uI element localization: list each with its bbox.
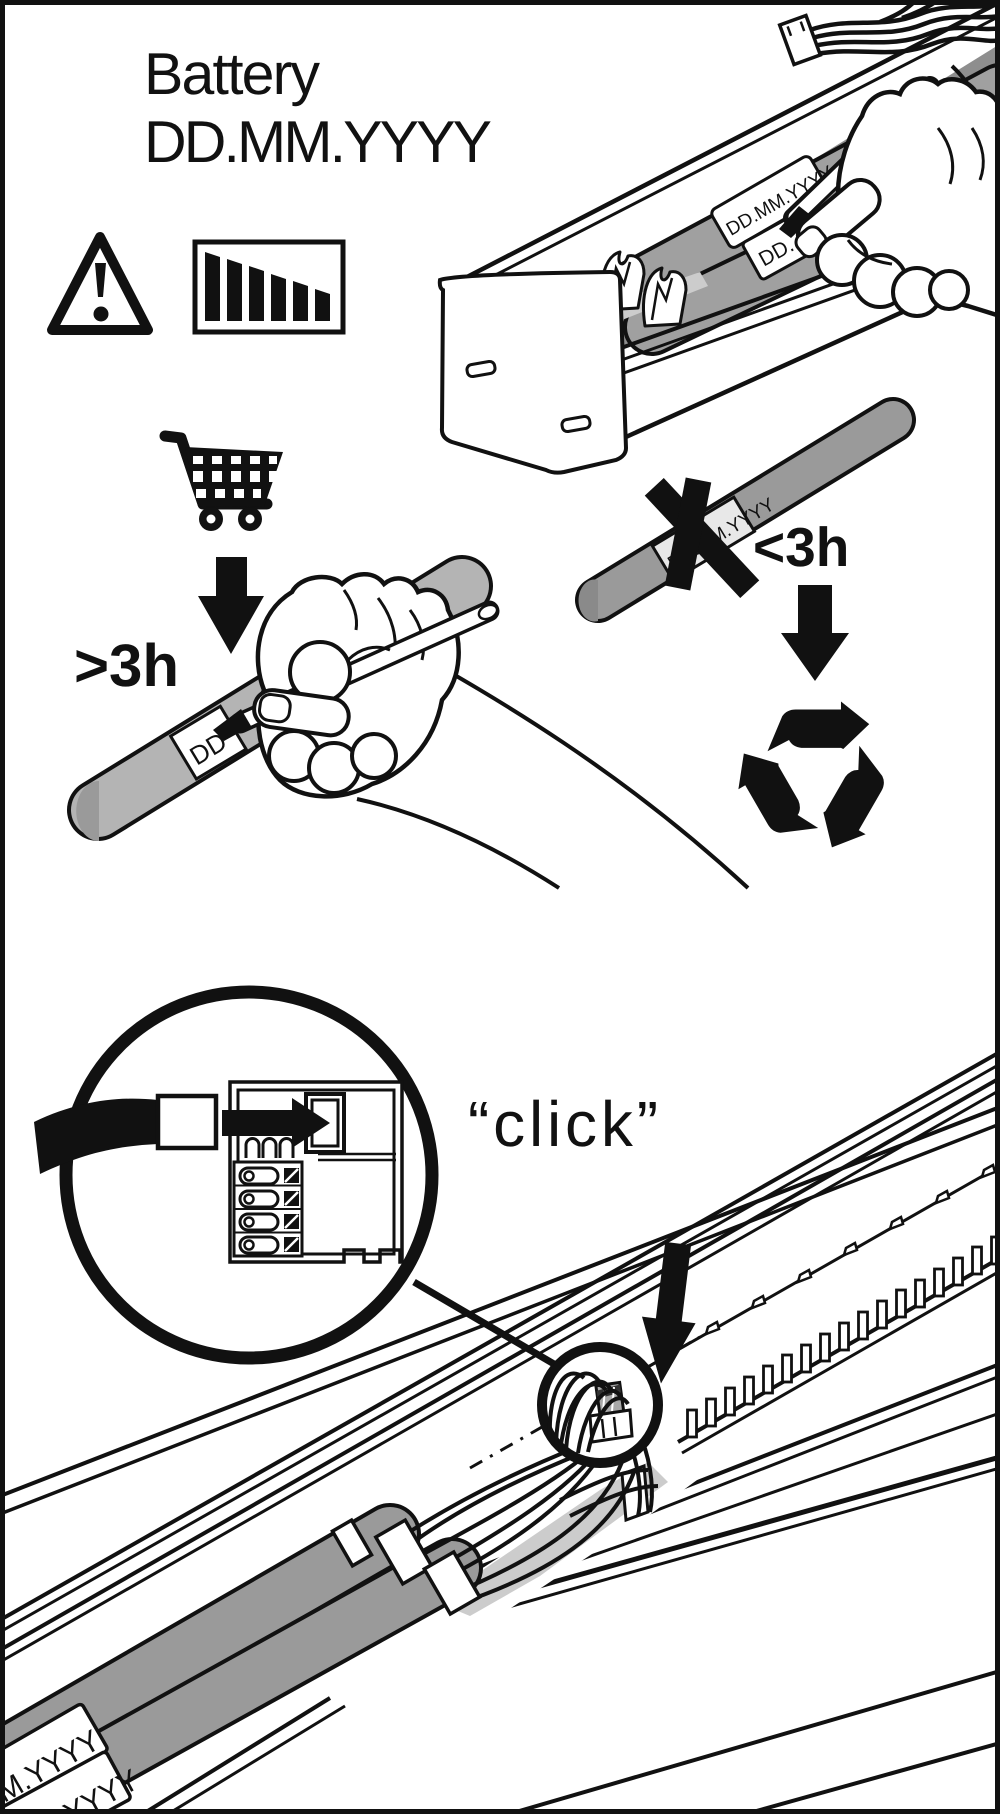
svg-text:>3h: >3h	[74, 632, 179, 699]
svg-text:<3h: <3h	[753, 516, 849, 578]
svg-text:Battery: Battery	[144, 41, 321, 107]
svg-text:DD.MM.YYYY: DD.MM.YYYY	[144, 109, 492, 175]
